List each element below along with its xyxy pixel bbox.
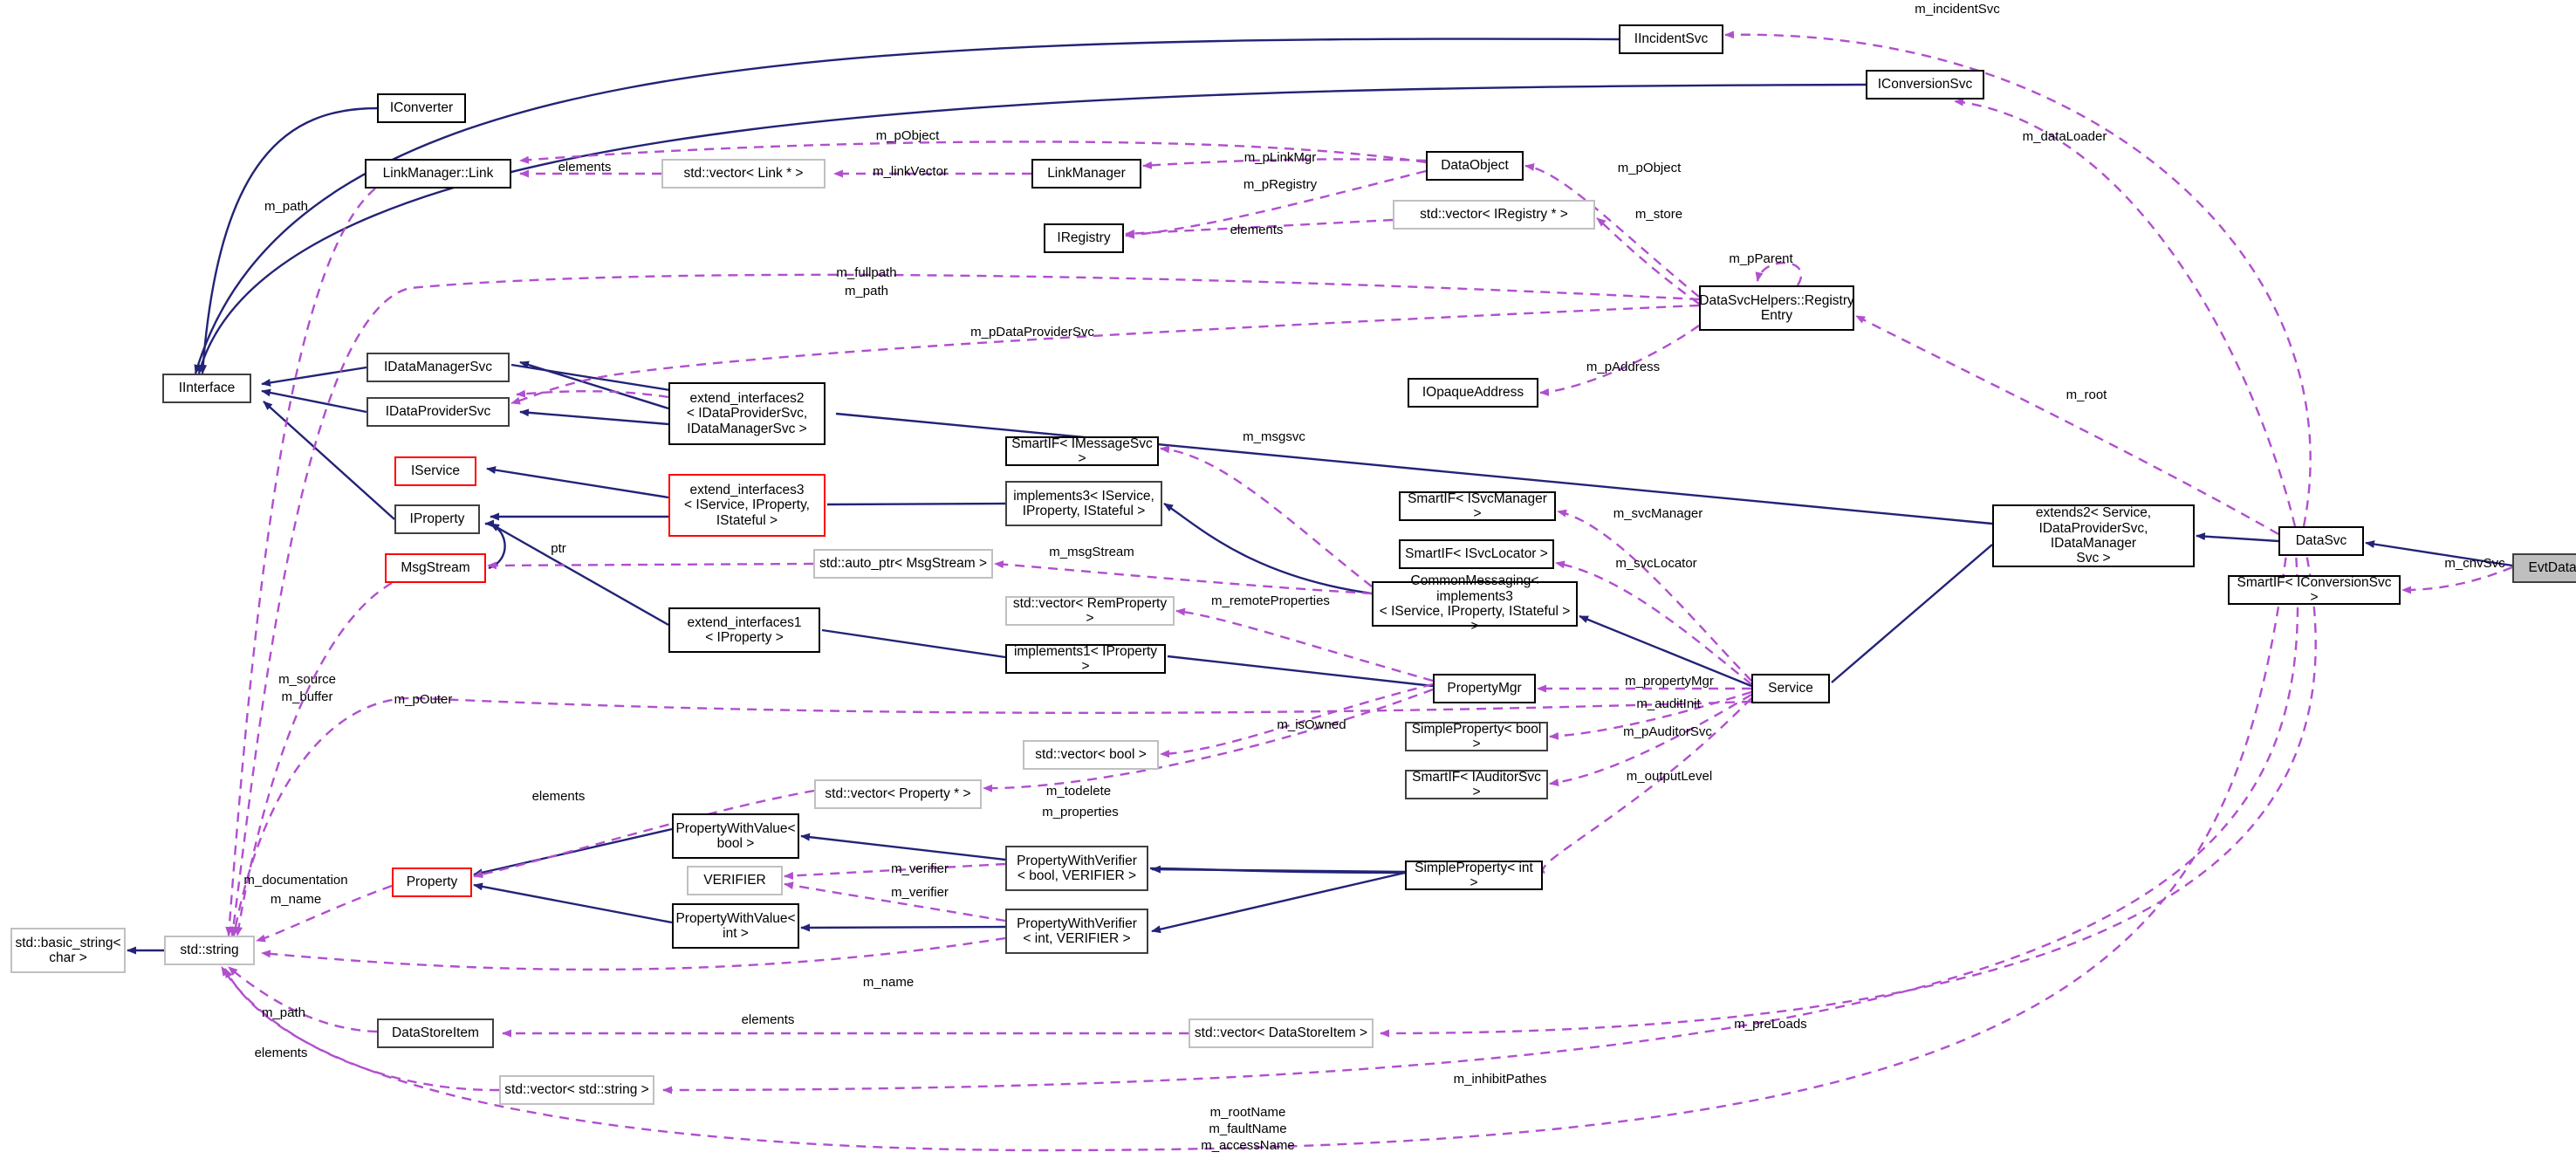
class-node-propwithval_int[interactable]: PropertyWithValue< int > — [672, 903, 799, 949]
class-node-datastoreitem[interactable]: DataStoreItem — [377, 1018, 494, 1048]
edge-label-m_isowned: m_isOwned — [1277, 717, 1346, 732]
class-node-dataobject[interactable]: DataObject — [1426, 151, 1524, 181]
class-node-datasvc[interactable]: DataSvc — [2278, 526, 2364, 556]
edge-label-m_pouter: m_pOuter — [394, 692, 453, 707]
class-node-commonmessaging[interactable]: CommonMessaging< implements3 < IService,… — [1372, 573, 1578, 634]
edge-label-m_accessname: m_accessName — [1201, 1138, 1295, 1153]
edge-label-elements_dsi: elements — [741, 1012, 795, 1027]
edge-label-m_path_full: m_path — [844, 284, 889, 298]
edge-label-m_svcmanager: m_svcManager — [1613, 506, 1703, 521]
class-node-idatamanagersvc[interactable]: IDataManagerSvc — [367, 353, 510, 382]
edge-label-m_faultname: m_faultName — [1209, 1121, 1287, 1136]
class-node-iservice[interactable]: IService — [394, 456, 476, 486]
class-node-idataprovidersvc[interactable]: IDataProviderSvc — [367, 397, 510, 427]
class-node-extend2_dps[interactable]: extend_interfaces2 < IDataProviderSvc, I… — [668, 382, 826, 445]
class-node-verifier[interactable]: VERIFIER — [687, 866, 783, 895]
class-node-iproperty[interactable]: IProperty — [394, 504, 480, 534]
edge-label-m_pdataprovidersvc: m_pDataProviderSvc — [970, 325, 1094, 339]
edge-label-m_rootname: m_rootName — [1209, 1105, 1286, 1120]
class-node-property[interactable]: Property — [392, 868, 472, 897]
class-node-propwithver_bool[interactable]: PropertyWithVerifier < bool, VERIFIER > — [1005, 846, 1148, 891]
class-node-iregistry[interactable]: IRegistry — [1044, 223, 1124, 253]
class-node-service[interactable]: Service — [1751, 674, 1830, 703]
class-node-iopaqueaddress[interactable]: IOpaqueAddress — [1408, 378, 1538, 408]
class-node-linkmanager[interactable]: LinkManager — [1031, 159, 1141, 189]
edge-label-m_dataloader: m_dataLoader — [2022, 129, 2107, 144]
edge-label-m_svclocator: m_svcLocator — [1615, 556, 1697, 571]
edge-label-m_cnvsvc: m_cnvSvc — [2444, 556, 2505, 571]
edge-label-m_paddress: m_pAddress — [1586, 360, 1661, 374]
edge-label-m_inhibitpathes: m_inhibitPathes — [1453, 1072, 1547, 1087]
edge-label-m_todelete: m_todelete — [1045, 784, 1112, 799]
class-node-evtdatasvc[interactable]: EvtDataSvc — [2512, 553, 2576, 583]
class-node-linkmanagerlink[interactable]: LinkManager::Link — [365, 159, 511, 189]
class-node-propwithver_int[interactable]: PropertyWithVerifier < int, VERIFIER > — [1005, 909, 1148, 954]
edge-label-m_verifier1: m_verifier — [891, 861, 949, 876]
edge-label-m_remoteproperties: m_remoteProperties — [1211, 593, 1330, 608]
edge-label-ptr: ptr — [551, 541, 566, 556]
edge-label-m_properties: m_properties — [1042, 805, 1119, 820]
class-node-simpleprop_int[interactable]: SimpleProperty< int > — [1405, 861, 1543, 890]
class-node-implements1[interactable]: implements1< IProperty > — [1005, 644, 1166, 674]
edge-label-m_msgstream: m_msgStream — [1049, 545, 1134, 559]
class-node-autoptr_msg[interactable]: std::auto_ptr< MsgStream > — [813, 549, 993, 579]
class-node-extend3_is[interactable]: extend_interfaces3 < IService, IProperty… — [668, 474, 826, 537]
class-node-msgstream[interactable]: MsgStream — [385, 553, 486, 583]
edge-label-m_msgsvc: m_msgsvc — [1243, 429, 1305, 444]
edge-label-m_root: m_root — [2066, 387, 2107, 402]
edge-label-elements_bottom: elements — [254, 1046, 308, 1060]
class-node-vec_link[interactable]: std::vector< Link * > — [661, 159, 826, 189]
class-node-smartif_imsg[interactable]: SmartIF< IMessageSvc > — [1005, 436, 1159, 466]
class-node-registryentry[interactable]: DataSvcHelpers::Registry Entry — [1699, 285, 1854, 331]
class-node-iincidentsvc[interactable]: IIncidentSvc — [1619, 24, 1723, 54]
edge-label-m_documentation: m_documentation — [243, 873, 348, 888]
class-node-implements3[interactable]: implements3< IService, IProperty, IState… — [1005, 481, 1162, 526]
edge-label-m_name_bottom: m_name — [862, 975, 915, 990]
class-node-iinterface[interactable]: IInterface — [162, 374, 251, 403]
edge-label-m_linkvector: m_linkVector — [873, 164, 948, 179]
class-node-vec_remprop[interactable]: std::vector< RemProperty > — [1005, 596, 1175, 626]
class-node-smartif_iauditor[interactable]: SmartIF< IAuditorSvc > — [1405, 770, 1548, 799]
edge-label-m_outputlevel: m_outputLevel — [1626, 769, 1713, 784]
class-node-simpleprop_bool[interactable]: SimpleProperty< bool > — [1405, 722, 1548, 751]
edge-label-elements_prop: elements — [531, 789, 586, 804]
class-node-propwithval_bool[interactable]: PropertyWithValue< bool > — [672, 813, 799, 859]
edge-label-m_name_prop: m_name — [270, 892, 322, 907]
class-node-smartif_isvcloc[interactable]: SmartIF< ISvcLocator > — [1399, 539, 1554, 569]
edge-label-m_source: m_source — [278, 672, 336, 687]
class-node-extends2_svc[interactable]: extends2< Service, IDataProviderSvc, IDa… — [1992, 504, 2195, 567]
edge-label-m_pobject_top: m_pObject — [875, 128, 940, 143]
class-node-iconverter[interactable]: IConverter — [377, 93, 466, 123]
class-node-smartif_isvcmgr[interactable]: SmartIF< ISvcManager > — [1399, 491, 1556, 521]
edge-label-m_preloads: m_preLoads — [1734, 1017, 1807, 1032]
class-node-iconversionsvc[interactable]: IConversionSvc — [1866, 70, 1984, 99]
edge-label-m_pregistry: m_pRegistry — [1243, 177, 1318, 192]
edge-label-m_buffer: m_buffer — [281, 689, 333, 704]
edge-label-m_pobject_mid: m_pObject — [1617, 161, 1682, 175]
edge-label-m_auditinit: m_auditInit — [1636, 696, 1701, 711]
edge-label-m_fullpath: m_fullpath — [836, 265, 897, 280]
edge-label-m_propertymgr: m_propertyMgr — [1625, 674, 1714, 689]
edge-label-m_path_top: m_path — [264, 199, 309, 214]
class-node-vec_propptr[interactable]: std::vector< Property * > — [814, 779, 982, 809]
edge-label-m_pparent: m_pParent — [1729, 251, 1793, 266]
class-node-vec_stdstring[interactable]: std::vector< std::string > — [499, 1075, 654, 1105]
edge-label-elements_link: elements — [558, 160, 612, 175]
class-node-smartif_icnv[interactable]: SmartIF< IConversionSvc > — [2228, 575, 2401, 605]
edge-label-m_store: m_store — [1634, 207, 1683, 222]
edge-label-m_verifier2: m_verifier — [891, 885, 949, 900]
edge-label-m_pauditorsvc: m_pAuditorSvc — [1623, 724, 1712, 739]
edge-label-elements_registry: elements — [1230, 223, 1284, 237]
class-node-extend1_ip[interactable]: extend_interfaces1 < IProperty > — [668, 607, 820, 653]
class-node-vec_datastoreitem[interactable]: std::vector< DataStoreItem > — [1189, 1018, 1374, 1048]
class-node-stdstring[interactable]: std::string — [164, 936, 255, 965]
edge-label-m_path_bottom: m_path — [261, 1005, 306, 1020]
class-node-basicstring[interactable]: std::basic_string< char > — [10, 928, 126, 973]
edge-label-m_incidentsvc: m_incidentSvc — [1915, 2, 2000, 17]
class-node-vec_bool[interactable]: std::vector< bool > — [1023, 740, 1159, 770]
class-node-propertymgr[interactable]: PropertyMgr — [1433, 674, 1536, 703]
class-node-vec_iregistry[interactable]: std::vector< IRegistry * > — [1393, 200, 1595, 230]
edge-label-m_plinkmgr: m_pLinkMgr — [1243, 150, 1317, 165]
